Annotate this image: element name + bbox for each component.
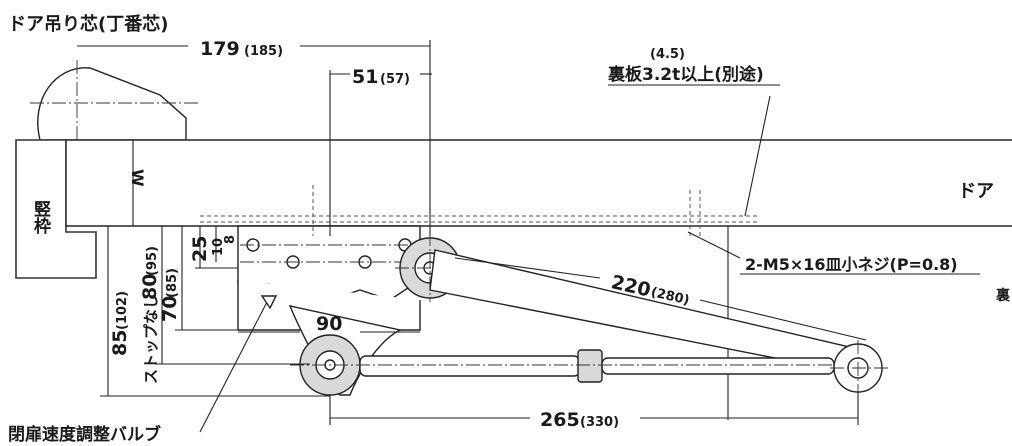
dim-265-alt: (330) — [580, 415, 619, 430]
dim-70-alt: (85) — [165, 268, 180, 298]
dim-51: 51 — [352, 66, 378, 88]
dim-25: 25 — [189, 236, 211, 262]
dim-265: 265 — [540, 409, 580, 431]
screw-marks — [312, 185, 741, 259]
dim-179: 179 — [200, 38, 240, 60]
dim-10: 10 — [211, 238, 226, 256]
dimension-lines — [77, 40, 867, 433]
mounting-plate — [237, 225, 421, 331]
dim-179-alt: (185) — [244, 44, 283, 59]
dim-51-alt: (57) — [380, 72, 410, 87]
valve-label: 閉扉速度調整バルブ — [8, 424, 161, 445]
door-label: ドア — [958, 181, 994, 202]
edge-mark: 裏 — [995, 287, 1011, 304]
hinge-block — [30, 60, 200, 150]
frame-label: 竪枠 — [30, 200, 51, 235]
dim-8: 8 — [223, 235, 238, 244]
door-width-label: W — [128, 169, 147, 187]
dim-70: 70 — [159, 296, 181, 322]
closer-body — [288, 305, 880, 396]
dim-85-alt: (102) — [115, 291, 130, 330]
dim-85: 85 — [109, 330, 131, 356]
door-panel: ドア W — [65, 139, 1012, 227]
dim-80: 80 — [139, 274, 161, 300]
dim-90: 90 — [316, 313, 342, 335]
stop-none-label: ストップなし — [142, 294, 160, 384]
back-plate-thickness: (4.5) — [650, 47, 685, 62]
dim-80-alt: (95) — [145, 246, 160, 276]
hinge-center-label: ドア吊り芯(丁番芯) — [8, 13, 168, 35]
screw-label: 2-M5×16皿小ネジ(P=0.8) — [745, 255, 958, 274]
back-plate-label: 裏板3.2t以上(別途) — [607, 64, 764, 85]
